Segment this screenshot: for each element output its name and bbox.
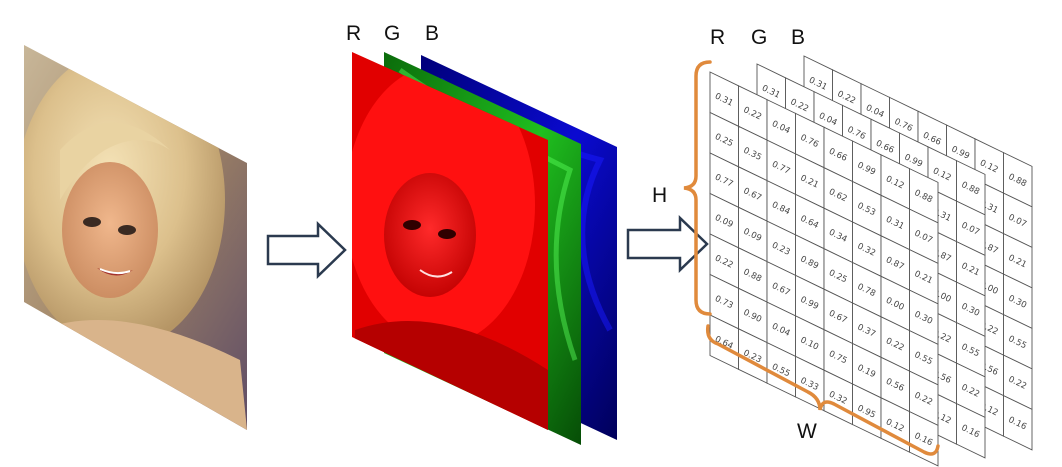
matrix-stack: 0.310.220.040.760.660.990.120.880.250.35… bbox=[709, 55, 1033, 467]
portrait-photo bbox=[24, 45, 247, 430]
height-bracket: H bbox=[652, 60, 712, 316]
hollow-right-arrow-icon-2 bbox=[626, 215, 709, 273]
matrix-label-r: R bbox=[710, 26, 725, 49]
channel-label-b: B bbox=[425, 22, 439, 45]
height-label: H bbox=[652, 184, 667, 207]
matrix-cell bbox=[956, 402, 986, 459]
channel-layers: R G B bbox=[346, 22, 617, 445]
width-bracket: W bbox=[705, 324, 940, 456]
channel-label-g: G bbox=[384, 22, 400, 45]
width-label: W bbox=[797, 420, 817, 443]
hollow-right-arrow-icon bbox=[266, 221, 347, 279]
matrix-label-b: B bbox=[791, 26, 805, 49]
channel-label-r: R bbox=[346, 22, 361, 45]
matrix-cell bbox=[1003, 394, 1033, 451]
matrix-r: 0.310.220.040.760.660.990.120.880.250.35… bbox=[709, 71, 939, 467]
matrix-label-g: G bbox=[751, 26, 767, 49]
